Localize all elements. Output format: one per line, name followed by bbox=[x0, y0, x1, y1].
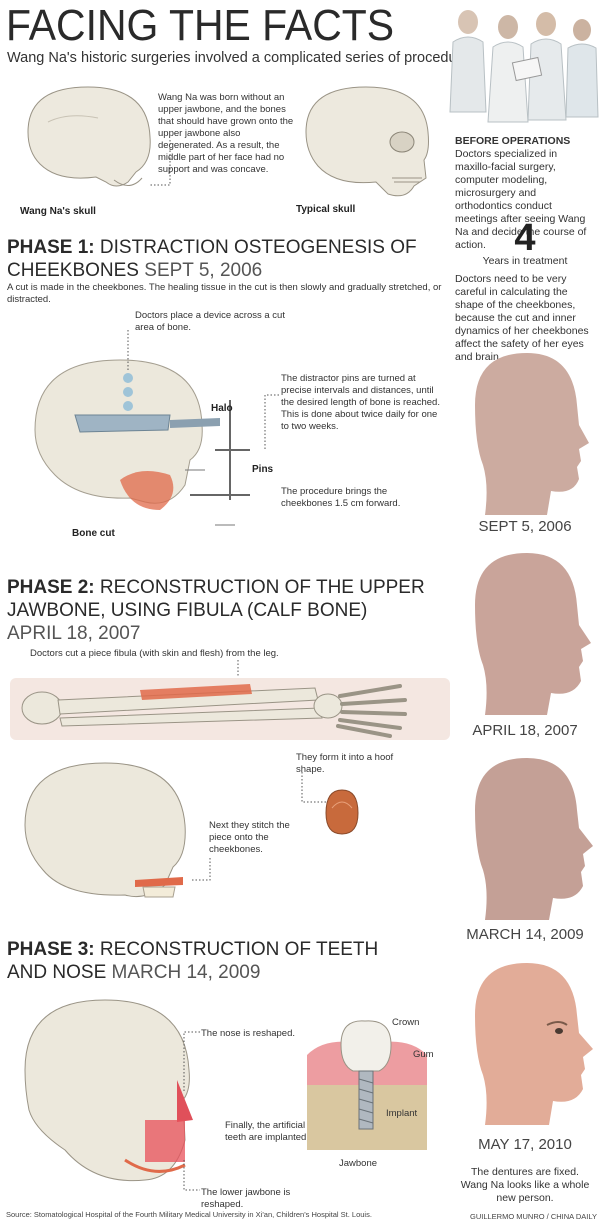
phase1-label: PHASE 1: bbox=[7, 237, 95, 258]
phase2-title-line2: JAWBONE, USING FIBULA (CALF BONE) bbox=[7, 600, 368, 621]
date-label-2010: MAY 17, 2010 bbox=[478, 1136, 572, 1153]
jawbone-label: Jawbone bbox=[339, 1158, 378, 1169]
halo-label: Halo bbox=[211, 403, 233, 414]
phase3-note-teeth: Finally, the artificial teeth are implan… bbox=[225, 1120, 309, 1143]
phase2-cut-leader bbox=[237, 660, 239, 676]
date-label-2007: APRIL 18, 2007 bbox=[472, 722, 578, 739]
phase1-intro: A cut is made in the cheekbones. The hea… bbox=[7, 282, 442, 305]
source-note: Source: Stomatological Hospital of the F… bbox=[6, 1210, 372, 1219]
profile-head-2007 bbox=[475, 553, 591, 715]
typical-skull-illustration bbox=[305, 86, 429, 197]
final-text: The dentures are fixed. Wang Na looks li… bbox=[460, 1166, 590, 1204]
phase3-note-nose: The nose is reshaped. bbox=[201, 1028, 296, 1039]
before-operations-heading: BEFORE OPERATIONS bbox=[455, 135, 571, 147]
phase2-title-line1: RECONSTRUCTION OF THE UPPER bbox=[99, 577, 425, 598]
phase1-heading: PHASE 1: DISTRACTION OSTEOGENESIS OF CHE… bbox=[7, 236, 447, 282]
years-stat-label: Years in treatment bbox=[482, 255, 568, 267]
page-title: FACING THE FACTS bbox=[6, 1, 395, 50]
crown-label: Crown bbox=[392, 1017, 420, 1028]
pins-label: Pins bbox=[252, 464, 274, 475]
wang-na-skull-illustration bbox=[27, 86, 151, 187]
wang-na-skull-label: Wang Na's skull bbox=[20, 206, 96, 217]
phase3-date: MARCH 14, 2009 bbox=[111, 962, 261, 983]
profile-head-2010 bbox=[475, 963, 593, 1125]
phase3-note-jaw: The lower jawbone is reshaped. bbox=[201, 1187, 291, 1210]
page-subtitle: Wang Na's historic surgeries involved a … bbox=[7, 50, 481, 66]
phase2-note-cut: Doctors cut a piece fibula (with skin an… bbox=[30, 648, 279, 659]
intro-note: Wang Na was born without an upper jawbon… bbox=[158, 92, 294, 175]
caution-text: Doctors need to be very careful in calcu… bbox=[455, 273, 589, 363]
phase2-stitch-leader bbox=[190, 858, 211, 881]
profile-head-2009 bbox=[475, 758, 593, 920]
phase3-skull-illustration bbox=[24, 999, 193, 1182]
phase3-nose-leader bbox=[183, 1031, 200, 1092]
phase2-note-stitch: Next they stitch the piece onto the chee… bbox=[209, 820, 290, 855]
phase3-title-line1: RECONSTRUCTION OF TEETH bbox=[99, 939, 379, 960]
credit-line: GUILLERMO MUNRO / CHINA DAILY bbox=[470, 1212, 597, 1221]
phase1-note-pins: The distractor pins are turned at precis… bbox=[281, 373, 440, 432]
phase3-jaw-leader bbox=[183, 1160, 200, 1191]
phase1-date: SEPT 5, 2006 bbox=[144, 260, 263, 281]
date-label-2009: MARCH 14, 2009 bbox=[466, 926, 584, 943]
dental-implant-illustration bbox=[307, 1020, 427, 1150]
phase1-note-forward: The procedure brings the cheekbones 1.5 … bbox=[281, 486, 401, 509]
phase2-note-hoof: They form it into a hoof shape. bbox=[296, 752, 394, 775]
before-operations-text: Doctors specialized in maxillo-facial su… bbox=[455, 148, 587, 251]
gum-label: Gum bbox=[413, 1049, 434, 1060]
phase3-heading: PHASE 3: RECONSTRUCTION OF TEETH AND NOS… bbox=[7, 938, 447, 984]
bone-cut-label: Bone cut bbox=[72, 528, 115, 539]
phase2-heading: PHASE 2: RECONSTRUCTION OF THE UPPER JAW… bbox=[7, 576, 447, 645]
phase1-skull-with-distractor bbox=[34, 330, 250, 526]
phase2-date: APRIL 18, 2007 bbox=[7, 623, 141, 644]
phase2-label: PHASE 2: bbox=[7, 577, 95, 598]
leg-bones-illustration bbox=[10, 678, 450, 740]
phase3-label: PHASE 3: bbox=[7, 939, 95, 960]
phase1-title: DISTRACTION OSTEOGENESIS OF CHEEKBONES bbox=[7, 237, 417, 281]
date-label-2006: SEPT 5, 2006 bbox=[478, 518, 572, 535]
intro-leader bbox=[150, 140, 171, 186]
typical-skull-label: Typical skull bbox=[296, 204, 356, 215]
hoof-shaped-bone bbox=[325, 789, 359, 835]
phase1-pins-leader bbox=[264, 394, 279, 450]
phase3-title-line2: AND NOSE bbox=[7, 962, 107, 983]
phase1-note-device: Doctors place a device across a cut area… bbox=[135, 310, 285, 333]
doctors-illustration bbox=[449, 10, 599, 123]
years-stat-value: 4 bbox=[514, 217, 536, 259]
profile-head-2006 bbox=[475, 353, 589, 515]
phase2-skull-illustration bbox=[24, 762, 186, 898]
implant-label: Implant bbox=[386, 1108, 418, 1119]
